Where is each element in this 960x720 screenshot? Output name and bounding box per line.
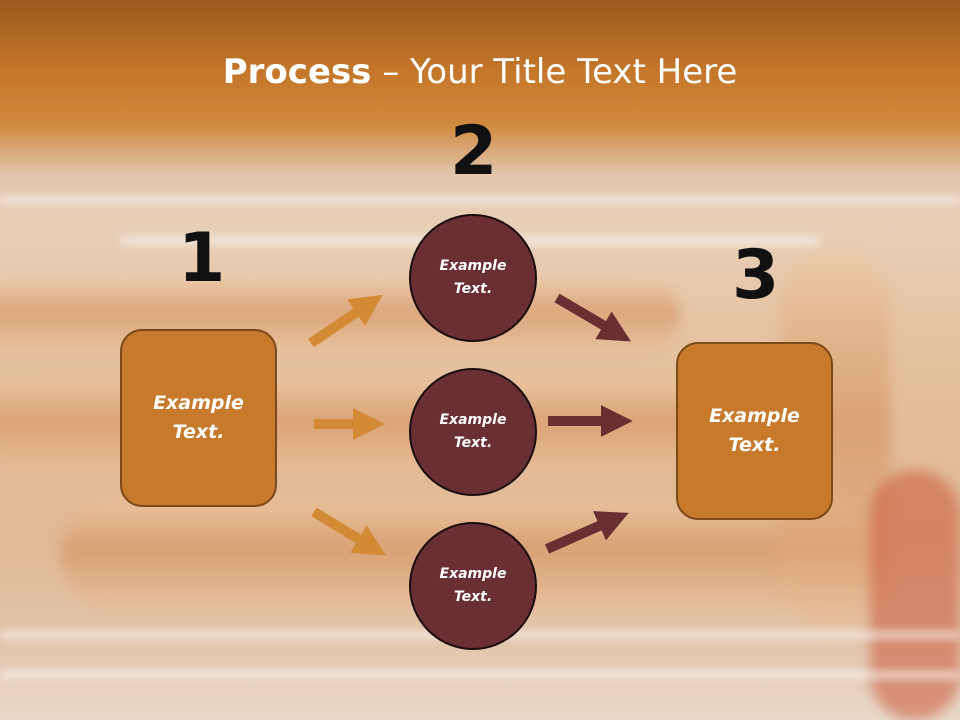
grill-line bbox=[0, 195, 960, 205]
grill-line bbox=[0, 670, 960, 680]
step-number-3: 3 bbox=[732, 236, 780, 315]
circle-line-2: Text. bbox=[453, 281, 493, 297]
circle-line-2: Text. bbox=[453, 589, 493, 605]
step-1-line-1: Example bbox=[153, 392, 244, 414]
middle-circle-center: Example Text. bbox=[409, 368, 537, 496]
step-3-line-1: Example bbox=[709, 405, 800, 427]
step-number-2: 2 bbox=[450, 112, 498, 191]
circle-line-1: Example bbox=[439, 566, 507, 582]
step-1-box: Example Text. bbox=[120, 329, 277, 507]
middle-circle-bottom: Example Text. bbox=[409, 522, 537, 650]
middle-circle-top: Example Text. bbox=[409, 214, 537, 342]
step-3-box: Example Text. bbox=[676, 342, 833, 520]
page-title: Process – Your Title Text Here bbox=[0, 52, 960, 92]
arrow-bottom-to-3 bbox=[544, 511, 629, 554]
arrow-top-to-3 bbox=[554, 293, 632, 342]
step-1-line-2: Text. bbox=[172, 421, 225, 443]
circle-line-1: Example bbox=[439, 258, 507, 274]
title-rest: – Your Title Text Here bbox=[371, 52, 738, 92]
arrow-1-to-bottom bbox=[311, 507, 386, 556]
step-3-line-2: Text. bbox=[728, 434, 781, 456]
arrow-1-to-top bbox=[308, 294, 383, 348]
circle-line-2: Text. bbox=[453, 435, 493, 451]
circle-line-1: Example bbox=[439, 412, 507, 428]
step-number-1: 1 bbox=[178, 219, 226, 298]
sausage bbox=[0, 280, 680, 350]
title-bold: Process bbox=[222, 52, 372, 92]
